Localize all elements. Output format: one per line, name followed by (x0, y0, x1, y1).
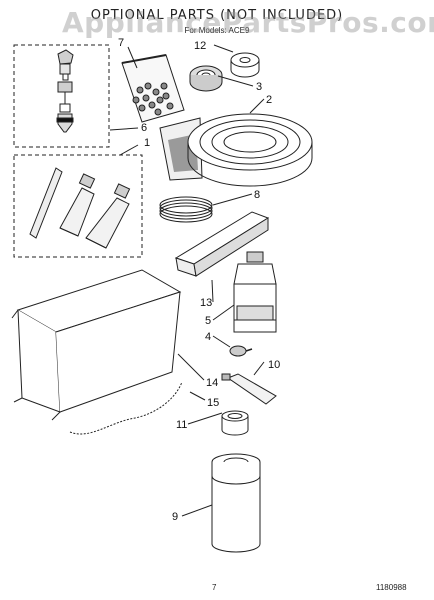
callout-7: 7 (118, 37, 124, 49)
callout-4: 4 (205, 331, 211, 343)
insulation-roll (159, 113, 313, 187)
tape-roll-small (230, 52, 260, 78)
sealant-tube (85, 183, 131, 249)
callout-13: 13 (200, 297, 212, 309)
kit-box-6 (13, 44, 110, 148)
watermark: AppliancePartsPros.com (62, 6, 434, 39)
capsule (229, 345, 253, 357)
callout-10: 10 (268, 359, 280, 371)
callout-5: 5 (205, 315, 211, 327)
screw-bag (121, 54, 185, 123)
drain-fitting-part (56, 49, 74, 133)
page-subtitle: For Models: ACE9 (184, 26, 250, 35)
callout-14: 14 (206, 377, 218, 389)
leader-lines (109, 44, 265, 517)
callout-12: 12 (194, 40, 206, 52)
kit-box-1 (13, 154, 143, 258)
page-title: OPTIONAL PARTS (NOT INCLUDED) (90, 8, 344, 23)
unit-cover (11, 269, 182, 421)
page-number: 7 (212, 583, 217, 592)
callout-15: 15 (207, 397, 219, 409)
callout-1: 1 (144, 137, 150, 149)
foam-tape-coil (189, 65, 223, 92)
callout-8: 8 (254, 189, 260, 201)
callout-3: 3 (256, 81, 262, 93)
applicator-stick (29, 167, 63, 239)
sealant-tube (59, 173, 96, 237)
callout-11: 11 (176, 419, 187, 431)
small-tube (221, 373, 277, 405)
diagram-part-number: 1180988 (376, 583, 407, 592)
cylinder-canister (211, 453, 261, 553)
foam-block (174, 211, 270, 277)
filter-ring (221, 410, 249, 436)
callout-2: 2 (266, 94, 272, 106)
callout-6: 6 (141, 122, 147, 134)
cover-cord (69, 381, 183, 435)
bottle (233, 251, 277, 333)
callout-labels: 1 2 3 4 5 6 7 8 9 10 11 12 13 14 15 (118, 37, 280, 523)
wire-coil (159, 196, 213, 223)
callout-9: 9 (172, 511, 178, 523)
